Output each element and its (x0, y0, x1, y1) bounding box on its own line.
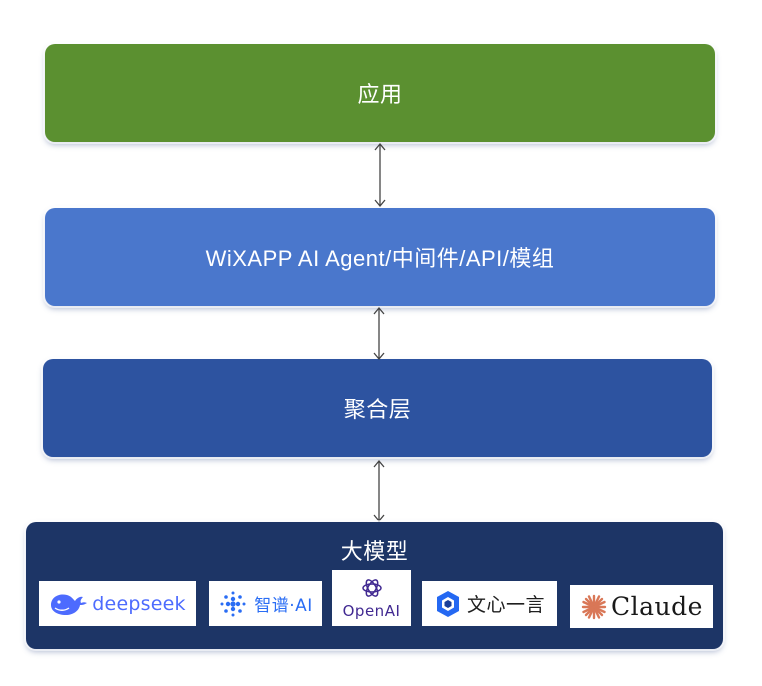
deepseek-logo: deepseek (39, 581, 196, 626)
arrow-app-agent (374, 142, 386, 208)
claude-logo-text: Claude (611, 592, 703, 621)
application-layer-label: 应用 (357, 82, 403, 107)
large-model-layer: 大模型 deepseek (26, 522, 723, 649)
wenxin-logo: 文心一言 (422, 581, 557, 626)
agent-middleware-layer: WiXAPP AI Agent/中间件/API/模组 (45, 208, 715, 306)
openai-logo-text: OpenAI (342, 602, 401, 620)
openai-knot-icon (361, 579, 382, 597)
agent-middleware-layer-label: WiXAPP AI Agent/中间件/API/模组 (205, 246, 555, 271)
dot-cluster-icon (220, 591, 246, 616)
claude-logo: Claude (570, 585, 713, 628)
zhipu-logo-text: 智谱·AI (254, 596, 313, 616)
arrow-agent-aggregation (373, 306, 385, 361)
aggregation-layer: 聚合层 (43, 359, 712, 457)
application-layer: 应用 (45, 44, 715, 142)
wenxin-logo-text: 文心一言 (466, 594, 545, 616)
openai-logo: OpenAI (332, 570, 411, 626)
deepseek-logo-text: deepseek (92, 592, 186, 615)
zhipu-logo: 智谱·AI (209, 581, 322, 626)
aggregation-layer-label: 聚合层 (343, 397, 412, 422)
large-model-layer-label: 大模型 (340, 539, 409, 564)
whale-icon (51, 593, 88, 615)
sunburst-icon (581, 594, 607, 619)
hexagon-icon (436, 590, 459, 617)
arrow-aggregation-models (373, 459, 385, 523)
